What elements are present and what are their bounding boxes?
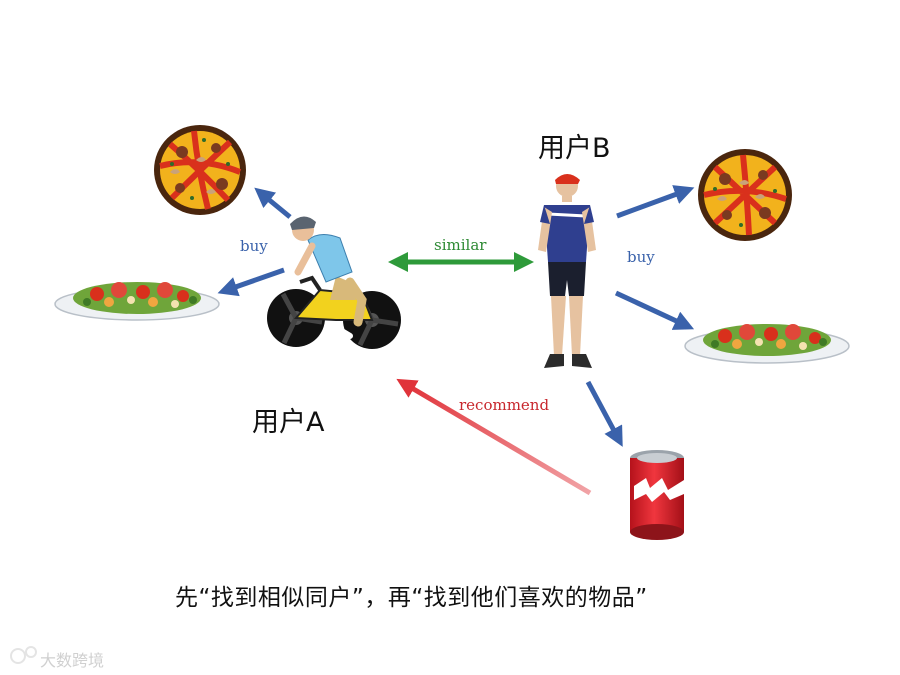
similar-edge-label: similar <box>434 236 487 254</box>
buy-arrow-a-pizza <box>254 187 292 219</box>
buy-edge-label-a: buy <box>240 237 268 255</box>
buy-arrow-b-soda <box>585 380 623 447</box>
cyclist-icon <box>267 216 401 349</box>
pizza-icon <box>154 125 246 215</box>
buy-edge-label-b: buy <box>627 248 655 266</box>
buy-arrow-a-salad <box>217 267 285 297</box>
watermark-logo-icon <box>10 646 37 664</box>
pizza-icon <box>698 149 792 241</box>
watermark-text: 大数跨境 <box>40 651 105 670</box>
caption: 先“找到相似同户”，再“找到他们喜欢的物品” <box>175 585 648 611</box>
buy-arrow-b-pizza <box>616 185 695 219</box>
buy-arrow-b-salad <box>614 290 695 330</box>
salad-icon <box>684 324 850 364</box>
recommend-arrow <box>396 378 592 496</box>
salad-icon <box>54 282 220 321</box>
cyclist-standing-icon <box>538 174 596 368</box>
user-a-label: 用户A <box>252 407 325 438</box>
user-b-label: 用户B <box>538 133 611 164</box>
soda-can-icon <box>630 450 684 540</box>
recommend-edge-label: recommend <box>459 396 550 414</box>
